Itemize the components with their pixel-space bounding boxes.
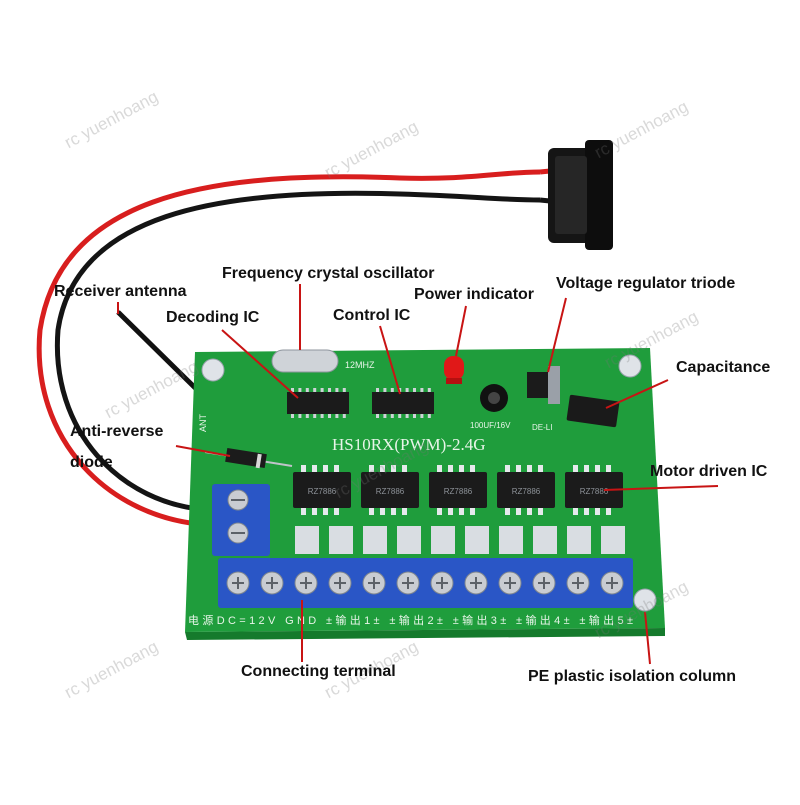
- solder-pad: [431, 526, 455, 554]
- svg-text:RZ7886: RZ7886: [580, 487, 609, 496]
- label-power-indicator: Power indicator: [414, 286, 535, 303]
- label-decoding-ic: Decoding IC: [166, 309, 260, 326]
- pcb-edge: [185, 628, 665, 640]
- motor-driver-chip: RZ7886: [361, 465, 419, 515]
- motor-driver-chip: RZ7886: [565, 465, 623, 515]
- solder-pad: [329, 526, 353, 554]
- capacitor-block: DE-LI: [532, 394, 620, 432]
- svg-text:DE-LI: DE-LI: [532, 423, 552, 432]
- rocker-switch: [548, 140, 613, 250]
- leader-motor-ic: [603, 485, 719, 491]
- label-capacitance: Capacitance: [676, 359, 771, 376]
- svg-text:RZ7886: RZ7886: [308, 487, 337, 496]
- leader-regulator: [547, 297, 567, 373]
- mount-post-tl: [201, 358, 225, 382]
- label-anti-reverse-2: diode: [70, 454, 113, 471]
- leader-capacitance: [605, 379, 669, 409]
- label-motor-driven-ic: Motor driven IC: [650, 463, 768, 480]
- svg-text:ANT: ANT: [198, 413, 208, 432]
- label-voltage-regulator-triode: Voltage regulator triode: [556, 275, 736, 292]
- svg-text:100UF/16V: 100UF/16V: [470, 421, 511, 430]
- label-control-ic: Control IC: [333, 307, 411, 324]
- mount-post-br: [633, 588, 657, 612]
- leader-pe-column: [644, 611, 651, 665]
- leader-decoding: [221, 329, 299, 399]
- mount-post-tr: [618, 354, 642, 378]
- leader-control: [379, 325, 401, 395]
- pads-row: [295, 526, 625, 554]
- motor-driver-chip: RZ7886: [293, 465, 351, 515]
- label-frequency-crystal-oscillator: Frequency crystal oscillator: [222, 265, 435, 282]
- svg-text:RZ7886: RZ7886: [376, 487, 405, 496]
- svg-text:RZ7886: RZ7886: [444, 487, 473, 496]
- crystal-oscillator: 12MHZ: [271, 349, 375, 373]
- wire-red: [36, 169, 541, 528]
- solder-pad: [397, 526, 421, 554]
- solder-pad: [295, 526, 319, 554]
- motor-driver-chip: RZ7886: [497, 465, 555, 515]
- motor-driver-ics: RZ7886 RZ7886 RZ7886 RZ7886 RZ7886: [293, 465, 623, 515]
- leader-diode: [175, 445, 231, 457]
- svg-text:HS10RX(PWM)-2.4G: HS10RX(PWM)-2.4G: [332, 435, 485, 454]
- solder-pad: [499, 526, 523, 554]
- label-receiver-antenna: Receiver antenna: [54, 283, 187, 300]
- label-anti-reverse-1: Anti-reverse: [70, 423, 164, 440]
- svg-text:12MHZ: 12MHZ: [345, 360, 375, 370]
- leader-lines: [117, 284, 719, 665]
- wire-black: [54, 190, 541, 513]
- leader-power-led: [455, 305, 467, 357]
- output-terminal-strip: [218, 558, 633, 608]
- electrolytic-capacitor: 100UF/16V: [470, 384, 511, 430]
- solder-pad: [567, 526, 591, 554]
- voltage-regulator: [527, 366, 560, 404]
- svg-text:RZ7886: RZ7886: [512, 487, 541, 496]
- solder-pad: [533, 526, 557, 554]
- label-connecting-terminal: Connecting terminal: [241, 663, 396, 680]
- solder-pad: [465, 526, 489, 554]
- solder-pad: [363, 526, 387, 554]
- solder-pad: [601, 526, 625, 554]
- power-led: [444, 356, 464, 384]
- control-ic: [372, 388, 434, 418]
- motor-driver-chip: RZ7886: [429, 465, 487, 515]
- decoding-ic: [287, 388, 349, 418]
- power-input-terminal: [212, 484, 270, 556]
- label-pe-plastic-isolation-column: PE plastic isolation column: [528, 668, 737, 685]
